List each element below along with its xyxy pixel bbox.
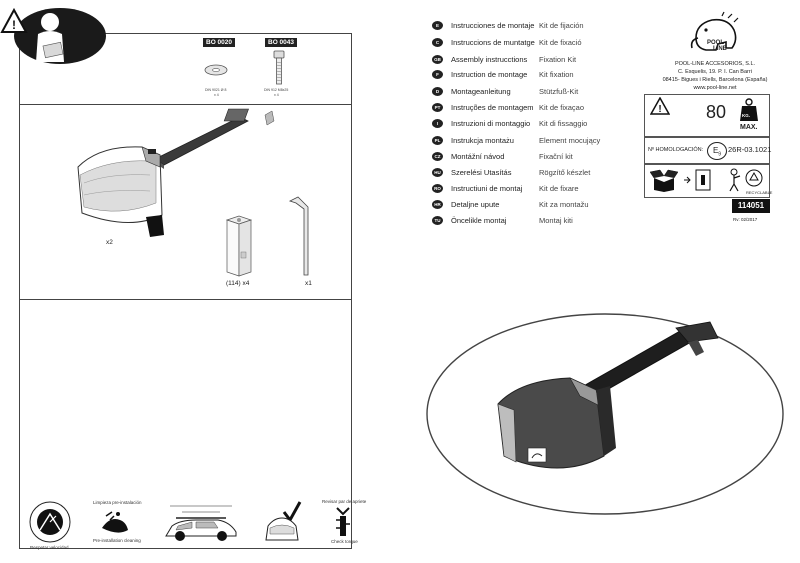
- homologation-label: Nº HOMOLOGACIÓN:: [648, 147, 704, 153]
- cleaning-caption: Pre-installation cleaning: [93, 538, 141, 543]
- homologation-code: 26R-03.1021: [728, 145, 772, 154]
- bolt-spec: DIN 912 M8x25: [264, 88, 289, 92]
- car-measure-icon: [165, 505, 237, 541]
- homologation-mark: E9: [707, 142, 727, 160]
- divider-middle: [19, 299, 352, 300]
- svg-text:!: !: [658, 104, 661, 115]
- foot-pad-icon: [225, 215, 253, 277]
- washer-qty: x 4: [214, 93, 219, 97]
- logo-text-line: LINE: [713, 46, 727, 52]
- logo-text-pool: POOL: [707, 40, 725, 46]
- allen-key-quantity: x1: [305, 280, 312, 287]
- torque-caption-top: Revisar par de apriete: [322, 499, 367, 504]
- product-number-badge: 114051: [732, 199, 770, 213]
- speed-limit-icon: [29, 501, 71, 543]
- washer-spec: DIN 9021 Ø 8: [205, 88, 227, 92]
- max-label: MAX.: [740, 124, 758, 131]
- homologation-box: [644, 137, 770, 164]
- cleaning-caption-top: Limpieza pre-instalación: [93, 500, 142, 505]
- company-website: www.pool-line.net: [693, 85, 737, 91]
- torque-wrench-icon: [336, 507, 350, 536]
- roof-bar-drawing: [77, 108, 275, 237]
- svg-text:!: !: [12, 18, 16, 32]
- disposal-box: [644, 164, 770, 198]
- allen-key-icon: [288, 196, 309, 276]
- part-code-bolt: BO 0043: [265, 38, 298, 47]
- divider-top: [19, 104, 352, 105]
- warning-triangle-icon: !: [650, 97, 670, 115]
- company-address-1: C. Esquelis, 19. P. I. Can Barri: [678, 69, 752, 75]
- company-name: POOL-LINE ACCESORIOS, S.L.: [674, 61, 756, 67]
- product-detail-view: [426, 313, 784, 515]
- revision-label: Rv: 02/2017: [733, 217, 758, 222]
- recycle-figure-icon: [729, 168, 763, 192]
- manual-icon: [684, 169, 711, 191]
- washer-icon: [204, 64, 228, 76]
- checkmark-car-icon: [265, 501, 302, 541]
- weight-icon: [740, 98, 758, 121]
- company-address-2: 08415- Bigues i Riells, Barcelona (Españ…: [662, 77, 768, 83]
- weight-unit: KG.: [742, 113, 751, 118]
- bar-quantity: x2: [106, 239, 113, 246]
- torque-caption: Check torque: [331, 539, 358, 544]
- elephant-logo-icon: [690, 11, 739, 51]
- cleaning-icon: [102, 511, 128, 533]
- bolt-icon: [273, 50, 285, 85]
- bolt-qty: x 4: [274, 93, 279, 97]
- foot-pad-quantity: (114) x4: [226, 280, 250, 287]
- open-box-icon: [650, 169, 678, 192]
- speed-caption: Respetar velocidad: [30, 545, 69, 550]
- max-load-box: [644, 94, 770, 137]
- max-load-value: 80: [706, 102, 727, 122]
- part-code-washer: BO 0020: [203, 38, 236, 47]
- left-page-frame: [19, 33, 352, 549]
- recyclable-label: RECYCLABLE: [746, 190, 773, 195]
- reading-figure-icon: !: [0, 7, 106, 64]
